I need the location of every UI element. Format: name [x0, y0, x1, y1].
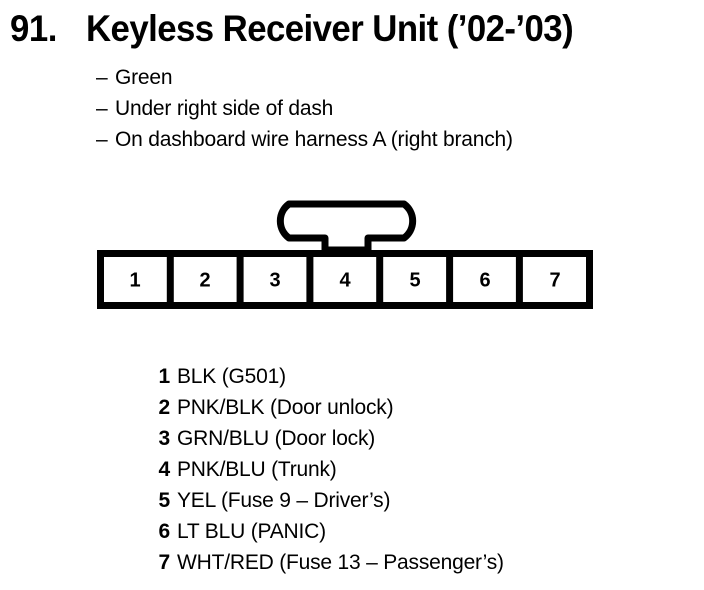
pin-number-4: 4 — [339, 269, 351, 291]
pin-legend-number: 7 — [158, 551, 171, 574]
pin-legend-number: 1 — [158, 365, 171, 388]
pin-number-6: 6 — [479, 269, 490, 291]
note-item: – On dashboard wire harness A (right bra… — [96, 124, 696, 155]
pin-number-2: 2 — [199, 269, 210, 291]
pin-legend-description: GRN/BLU (Door lock) — [177, 427, 376, 450]
note-text: Green — [115, 66, 173, 89]
pin-legend-row: 6 LT BLU (PANIC) — [150, 520, 670, 551]
note-item: – Green — [96, 62, 696, 93]
connector-diagram: 1 2 3 4 5 6 7 — [85, 195, 605, 315]
pin-legend-description: YEL (Fuse 9 – Driver’s) — [177, 489, 391, 512]
pin-legend-row: 2 PNK/BLK (Door unlock) — [150, 396, 670, 427]
pin-dividers — [166, 253, 523, 306]
pin-legend-row: 3 GRN/BLU (Door lock) — [150, 427, 670, 458]
page-title: 91. Keyless Receiver Unit (’02-’03) — [10, 8, 700, 52]
note-text: On dashboard wire harness A (right branc… — [115, 128, 513, 151]
pin-legend-number: 3 — [158, 427, 171, 450]
pin-legend-row: 4 PNK/BLU (Trunk) — [150, 458, 670, 489]
pin-legend-list: 1 BLK (G501) 2 PNK/BLK (Door unlock) 3 G… — [150, 365, 670, 582]
pin-legend-row: 1 BLK (G501) — [150, 365, 670, 396]
note-text: Under right side of dash — [115, 97, 334, 120]
pin-number-1: 1 — [129, 269, 140, 291]
pin-legend-number: 6 — [158, 520, 171, 543]
pin-number-3: 3 — [269, 269, 280, 291]
dash-bullet-icon: – — [96, 66, 108, 89]
dash-bullet-icon: – — [96, 128, 108, 151]
pin-legend-description: PNK/BLK (Door unlock) — [177, 396, 394, 419]
pin-number-7: 7 — [549, 269, 560, 291]
pin-legend-description: PNK/BLU (Trunk) — [177, 458, 337, 481]
dash-bullet-icon: – — [96, 97, 108, 120]
pin-number-5: 5 — [409, 269, 420, 291]
pin-legend-description: WHT/RED (Fuse 13 – Passenger’s) — [177, 551, 504, 574]
pin-legend-number: 4 — [158, 458, 171, 481]
pin-legend-number: 2 — [158, 396, 171, 419]
locking-tab-icon — [276, 200, 417, 254]
pin-legend-row: 7 WHT/RED (Fuse 13 – Passenger’s) — [150, 551, 670, 582]
item-number: 91. — [10, 8, 57, 49]
pin-legend-row: 5 YEL (Fuse 9 – Driver’s) — [150, 489, 670, 520]
note-item: – Under right side of dash — [96, 93, 696, 124]
connector-body — [97, 250, 593, 309]
pin-numbers: 1 2 3 4 5 6 7 — [129, 269, 560, 291]
pin-legend-number: 5 — [158, 489, 171, 512]
pin-legend-description: BLK (G501) — [177, 365, 286, 388]
component-title: Keyless Receiver Unit (’02-’03) — [85, 8, 574, 49]
pin-legend-description: LT BLU (PANIC) — [177, 520, 326, 543]
notes-list: – Green – Under right side of dash – On … — [96, 62, 696, 155]
